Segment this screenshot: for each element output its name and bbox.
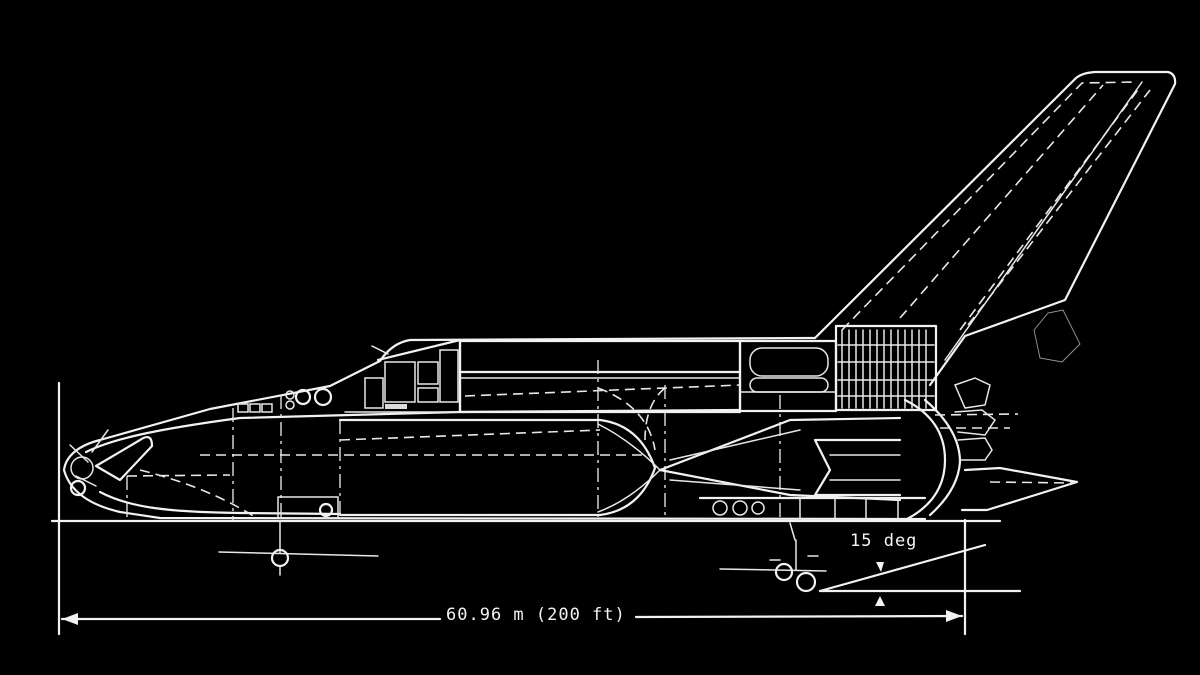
payload-bay xyxy=(458,339,742,520)
aft-tanks xyxy=(738,339,838,520)
length-dimension-line xyxy=(60,610,964,625)
stray-mark xyxy=(1033,309,1081,363)
fuselage-outline xyxy=(62,336,927,521)
propellant-tank xyxy=(200,418,662,520)
aft-structure-hatching xyxy=(834,324,938,412)
main-landing-gear xyxy=(769,522,819,593)
main-engines xyxy=(658,377,1079,522)
vertical-tail-fin xyxy=(813,70,1177,387)
rotation-angle-label: 15 deg xyxy=(850,531,918,551)
nose-landing-gear xyxy=(270,496,339,576)
overall-length-label: 60.96 m (200 ft) xyxy=(442,605,630,625)
reference-lines xyxy=(50,381,1022,636)
lower-aft-bays xyxy=(698,496,927,520)
cockpit-placard xyxy=(385,404,407,409)
